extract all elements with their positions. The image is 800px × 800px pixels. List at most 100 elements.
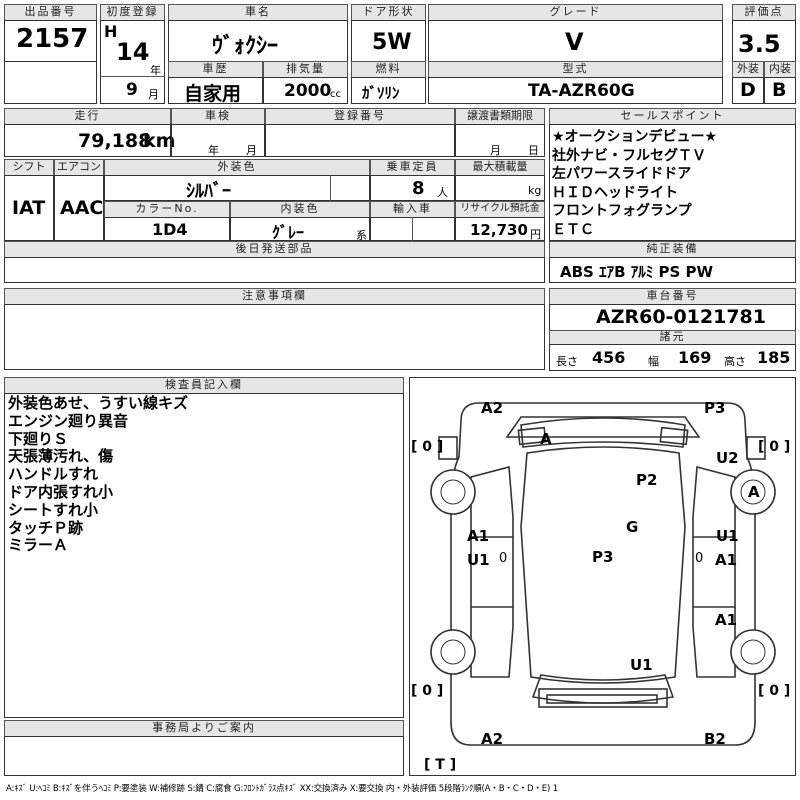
inspector-line: エンジン廻り異音	[8, 411, 129, 430]
equipment-value: ABS ｴｱB ｱﾙﾐ PS PW	[560, 263, 714, 281]
color-value: ｼﾙﾊﾞｰ	[186, 181, 231, 202]
car-name-header: 車名	[168, 4, 348, 21]
car-name-label: 車名	[245, 5, 271, 18]
mileage-header: 走行	[4, 108, 171, 125]
int-value: B	[772, 79, 787, 101]
office-header: 事務局よりご案内	[4, 720, 404, 737]
mark-a1-right: A1	[715, 551, 738, 569]
door-value: 5W	[372, 30, 412, 55]
deadline-month: 月	[490, 144, 501, 157]
recycle-header: リサイクル預託金	[455, 201, 545, 218]
right-side	[692, 465, 736, 678]
legend-text: A:ｷｽﾞ U:ﾍｺﾐ B:ｷｽﾞを伴うﾍｺﾐ P:要塗装 W:補修跡 S:錆 …	[6, 784, 558, 794]
left-mirror	[438, 436, 458, 460]
width-label: 幅	[648, 355, 659, 368]
office-label: 事務局よりご案内	[152, 721, 256, 734]
wheel-front-left	[430, 469, 476, 515]
wheel-front-right	[730, 469, 776, 515]
rear-window	[531, 674, 675, 704]
shift-value: IAT	[12, 197, 46, 219]
chassis-label: 車台番号	[646, 289, 699, 302]
displacement-header: 排気量	[263, 61, 348, 78]
color-no-header: カラーNo.	[104, 201, 230, 218]
chassis-header: 車台番号	[549, 288, 796, 305]
fuel-value: ｶﾞｿﾘﾝ	[362, 84, 400, 102]
equipment-cell	[549, 257, 796, 283]
car-body-outline	[450, 402, 756, 746]
deadline-cell	[455, 124, 545, 157]
inspection-cell	[171, 124, 265, 157]
color-header: 外装色	[104, 159, 370, 176]
import-divider	[412, 217, 413, 241]
score-value: 3.5	[738, 30, 781, 58]
color-no-cell	[104, 217, 230, 241]
color-cell	[104, 175, 370, 201]
ac-value: AAC	[60, 197, 104, 219]
deadline-label: 譲渡書類期限	[467, 109, 533, 122]
mark-zero-right: 0	[695, 551, 704, 566]
int-header: 内装	[764, 61, 796, 78]
model-label: 型式	[562, 62, 589, 75]
load-header: 最大積載量	[455, 159, 545, 176]
wheel-rear-right	[730, 629, 776, 675]
displacement-value: 2000	[284, 81, 332, 101]
deadline-header: 譲渡書類期限	[455, 108, 545, 125]
mark-a1-left: A1	[467, 527, 490, 545]
fuel-label: 燃料	[375, 62, 402, 75]
capacity-header: 乗車定員	[370, 159, 455, 176]
inspector-line: タッチＰ跡	[8, 518, 84, 537]
color-no-label: カラーNo.	[135, 202, 199, 215]
history-header: 車歴	[168, 61, 263, 78]
fuel-header: 燃料	[351, 61, 426, 78]
notes-cell	[4, 304, 545, 370]
history-value: 自家用	[184, 83, 242, 105]
recycle-cell	[455, 217, 545, 241]
mark-p3-mid: P3	[592, 548, 614, 566]
capacity-cell	[370, 175, 455, 201]
person-unit: 人	[437, 186, 448, 199]
kg-unit: kg	[528, 184, 542, 197]
capacity-label: 乗車定員	[386, 160, 439, 173]
windshield	[520, 417, 686, 448]
score-header: 評価点	[732, 4, 796, 21]
hub-rear-right	[740, 639, 766, 665]
car-diagram-panel	[409, 377, 796, 776]
kei-unit: 系	[356, 229, 367, 242]
sales-points-cell	[549, 124, 796, 241]
lot-no-value: 2157	[16, 24, 89, 54]
inspector-label: 検査員記入欄	[165, 378, 243, 391]
rear-bumper	[538, 688, 668, 708]
inspection-label: 車検	[205, 109, 231, 122]
bracket-right-bottom: [ 0 ]	[758, 683, 791, 699]
inspector-line: ドア内張すれ小	[8, 482, 114, 501]
grade-header: グレード	[428, 4, 723, 21]
interior-color-label: 内装色	[280, 202, 320, 215]
mark-u1-bottom: U1	[630, 656, 653, 674]
hub-rear-left	[440, 639, 466, 665]
hub-front-left	[440, 479, 466, 505]
later-parts-header: 後日発送部品	[4, 241, 545, 258]
year-value: 14	[116, 38, 150, 66]
inspector-line: 外装色あせ、うすい線キズ	[8, 394, 189, 412]
deadline-day: 日	[528, 144, 539, 157]
right-mirror	[746, 436, 766, 460]
interior-color-value: ｸﾞﾚｰ	[272, 223, 305, 242]
sales-point: ＥＴＣ	[552, 221, 594, 238]
bracket-right-top: [ 0 ]	[758, 439, 791, 455]
inspector-line: 下廻りＳ	[8, 429, 69, 448]
inspection-header: 車検	[171, 108, 265, 125]
color-label: 外装色	[217, 160, 257, 173]
equipment-label: 純正装備	[646, 242, 699, 255]
spec-header: 諸元	[549, 330, 796, 345]
ext-label: 外装	[737, 62, 759, 75]
displacement-label: 排気量	[286, 62, 325, 75]
fuel-cell	[351, 77, 426, 104]
ac-cell	[54, 175, 104, 241]
mileage-value: 79,188	[78, 130, 152, 152]
inspector-notes: 外装色あせ、うすい線キズ エンジン廻り異音 下廻りＳ 天張薄汚れ、傷 ハンドルす…	[8, 394, 189, 555]
km-unit: km	[143, 130, 176, 152]
month-unit: 月	[148, 88, 159, 101]
color-divider	[330, 175, 331, 201]
left-side	[470, 465, 514, 678]
reg-no-label: 登録番号	[334, 109, 386, 122]
